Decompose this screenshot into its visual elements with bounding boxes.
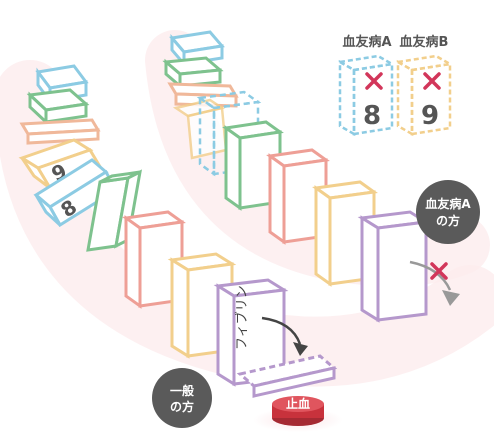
left-block-purple-fallen — [236, 354, 338, 398]
legend-b-number: 9 — [421, 101, 439, 131]
legend-hemophilia-a: 血友病A 8 — [336, 34, 396, 137]
right-block-green — [162, 56, 224, 90]
normal-person-badge: 一般 の方 — [152, 368, 212, 428]
right-domino-chain — [162, 30, 460, 323]
legend-b-cross — [423, 72, 441, 90]
hemophilia-a-person-line2: の方 — [436, 213, 460, 228]
failed-arrow — [409, 260, 452, 291]
hemophilia-a-person-badge: 血友病A の方 — [416, 180, 480, 244]
right-block-purple-upright — [357, 210, 431, 323]
hemostasis-stamp: 止血 — [272, 396, 324, 426]
legend-b-title: 血友病B — [400, 34, 449, 50]
hemophilia-a-person-line1: 血友病A — [425, 196, 471, 211]
fibrin-label: フィブリン — [234, 285, 250, 350]
fall-arrow-left-head — [293, 342, 308, 356]
left-block-orange — [19, 118, 101, 145]
legend-hemophilia-b: 血友病B 9 — [394, 34, 454, 137]
failed-arrow-head — [442, 290, 460, 306]
fall-arrow-left — [261, 316, 302, 345]
normal-person-line2: の方 — [170, 399, 194, 414]
normal-person-line1: 一般 — [170, 383, 194, 398]
left-block-green — [26, 88, 90, 126]
left-block-green-tilted — [86, 169, 142, 252]
legend-a-title: 血友病A — [342, 34, 391, 50]
left-domino-chain: 9 8 フィブリ — [18, 64, 338, 398]
left-block-purple-fibrin: フィブリン — [213, 278, 289, 387]
right-fail-cross — [430, 262, 448, 280]
left-block-yellow-9: 9 — [18, 138, 105, 190]
hemostasis-label: 止血 — [286, 396, 310, 411]
legend-a-number: 8 — [363, 101, 381, 131]
legend-a-cross — [365, 72, 383, 90]
